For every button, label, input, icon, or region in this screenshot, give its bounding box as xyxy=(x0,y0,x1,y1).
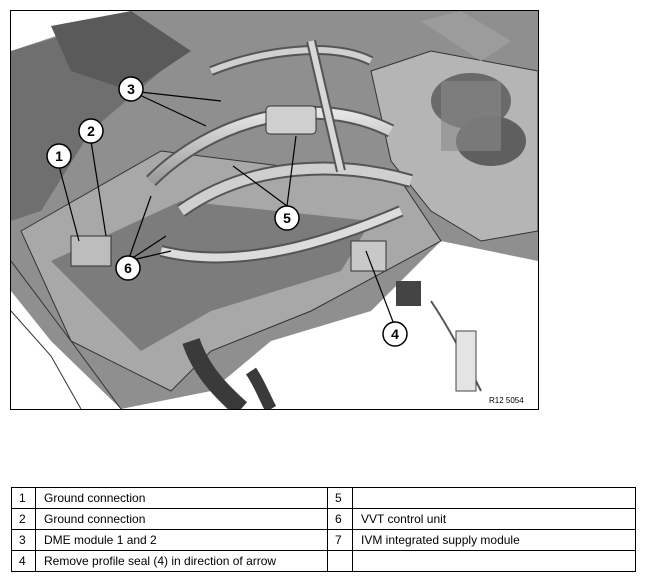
svg-text:1: 1 xyxy=(55,148,63,164)
callout-2: 2 xyxy=(78,118,104,144)
legend-description: IVM integrated supply module xyxy=(352,529,636,551)
legend-description: VVT control unit xyxy=(352,508,636,530)
legend-number xyxy=(327,550,353,572)
svg-text:2: 2 xyxy=(87,123,95,139)
legend-description xyxy=(352,487,636,509)
svg-text:6: 6 xyxy=(124,260,132,276)
engine-illustration: 1 2 3 5 6 4 R12 5054 xyxy=(10,10,539,416)
legend-description: DME module 1 and 2 xyxy=(35,529,328,551)
svg-text:3: 3 xyxy=(127,81,135,97)
leader-lines xyxy=(58,90,396,328)
legend-number: 6 xyxy=(327,508,353,530)
legend-number: 7 xyxy=(327,529,353,551)
engine-bay-drawing: 1 2 3 5 6 4 R12 5054 xyxy=(10,11,539,416)
svg-text:5: 5 xyxy=(283,210,291,226)
legend-number: 5 xyxy=(327,487,353,509)
svg-text:4: 4 xyxy=(391,326,399,342)
legend-number: 3 xyxy=(11,529,36,551)
legend-description: Ground connection xyxy=(35,487,328,509)
callout-6: 6 xyxy=(115,255,141,281)
legend-description: Remove profile seal (4) in direction of … xyxy=(35,550,328,572)
figure-reference: R12 5054 xyxy=(489,396,524,405)
callout-3: 3 xyxy=(118,76,144,102)
legend-description xyxy=(352,550,636,572)
callout-4: 4 xyxy=(382,321,408,347)
legend-number: 1 xyxy=(11,487,36,509)
legend-number: 4 xyxy=(11,550,36,572)
legend-description: Ground connection xyxy=(35,508,328,530)
legend-number: 2 xyxy=(11,508,36,530)
callout-1: 1 xyxy=(46,143,72,169)
callout-5: 5 xyxy=(274,205,300,231)
dme-connector xyxy=(265,105,317,135)
